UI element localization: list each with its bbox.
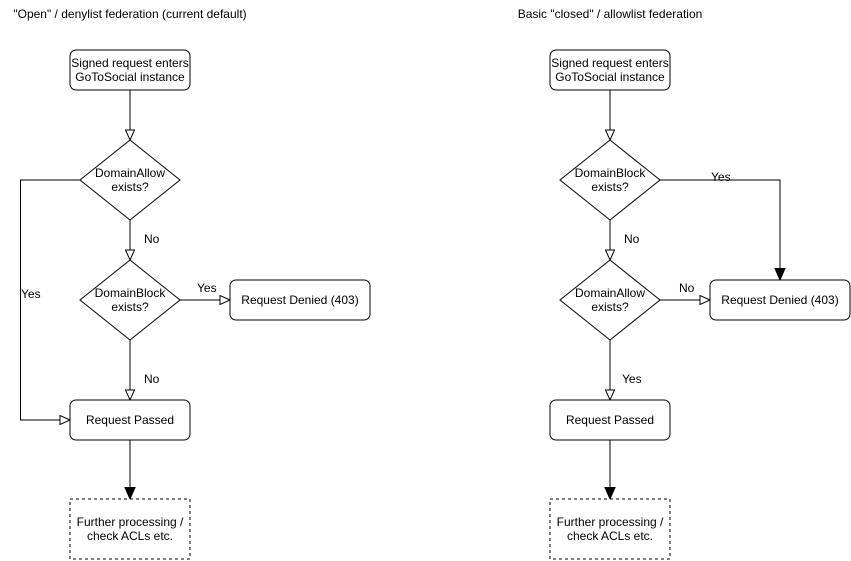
chart-title-left: "Open" / denylist federation (current de…	[13, 7, 247, 21]
edge-label-yes-decision2-right: Yes	[622, 372, 642, 386]
further-node-label-left: Further processing / check ACLs etc.	[76, 515, 184, 543]
further-node-box-right	[549, 498, 671, 560]
arrowhead-open-down-decision2-left	[124, 249, 136, 262]
decision2-diamond-left	[79, 259, 181, 341]
arrowhead-open-right-denied-left	[219, 294, 232, 306]
start-node-label-left: Signed request enters GoToSocial instanc…	[71, 56, 189, 84]
edge-label-no-decision1-right: No	[624, 232, 640, 246]
start-node-box-left	[69, 49, 191, 91]
edge-decision1-yes-loop-left	[20, 179, 80, 421]
arrowhead-open-down-passed-right	[604, 389, 616, 402]
denied-node-box-left	[229, 279, 371, 321]
decision2-label-left: DomainBlock exists?	[94, 286, 166, 314]
arrowhead-open-down-decision2-right	[604, 249, 616, 262]
denied-node-label-left: Request Denied (403)	[241, 293, 359, 307]
chart-title-right: Basic "closed" / allowlist federation	[517, 7, 703, 21]
edge-label-no-decision2-left: No	[144, 372, 160, 386]
arrowhead-filled-down-further-left	[124, 487, 136, 501]
arrowhead-open-right-passed-left	[59, 414, 72, 426]
arrowhead-open-down-passed-left	[124, 389, 136, 402]
decision2-diamond-right	[559, 259, 661, 341]
decision2-label-right: DomainAllow exists?	[574, 286, 646, 314]
decision1-diamond-left	[79, 139, 181, 221]
decision1-label-left: DomainAllow exists?	[94, 166, 166, 194]
arrowhead-filled-down-denied-right	[774, 268, 786, 282]
passed-node-box-right	[549, 399, 671, 441]
edge-label-no-decision2-right: No	[679, 281, 695, 295]
passed-node-label-left: Request Passed	[85, 413, 175, 427]
edge-label-yes-decision2-left: Yes	[197, 281, 217, 295]
arrowhead-filled-down-further-right	[604, 487, 616, 501]
edge-label-yes-decision1-right: Yes	[711, 170, 731, 184]
edge-label-yes-decision1-left: Yes	[21, 287, 41, 301]
edge-label-no-decision1-left: No	[144, 232, 160, 246]
further-node-box-left	[69, 498, 191, 560]
passed-node-box-left	[69, 399, 191, 441]
arrowhead-open-down-decision1-right	[604, 129, 616, 142]
arrowhead-open-right-denied-right	[699, 294, 712, 306]
edge-decision1-yes-to-denied-right	[660, 179, 781, 268]
decision1-diamond-right	[559, 139, 661, 221]
further-node-label-right: Further processing / check ACLs etc.	[556, 515, 664, 543]
passed-node-label-right: Request Passed	[565, 413, 655, 427]
denied-node-box-right	[709, 279, 851, 321]
start-node-box-right	[549, 49, 671, 91]
arrowhead-open-down-decision1-left	[124, 129, 136, 142]
denied-node-label-right: Request Denied (403)	[721, 293, 839, 307]
start-node-label-right: Signed request enters GoToSocial instanc…	[551, 56, 669, 84]
decision1-label-right: DomainBlock exists?	[574, 166, 646, 194]
